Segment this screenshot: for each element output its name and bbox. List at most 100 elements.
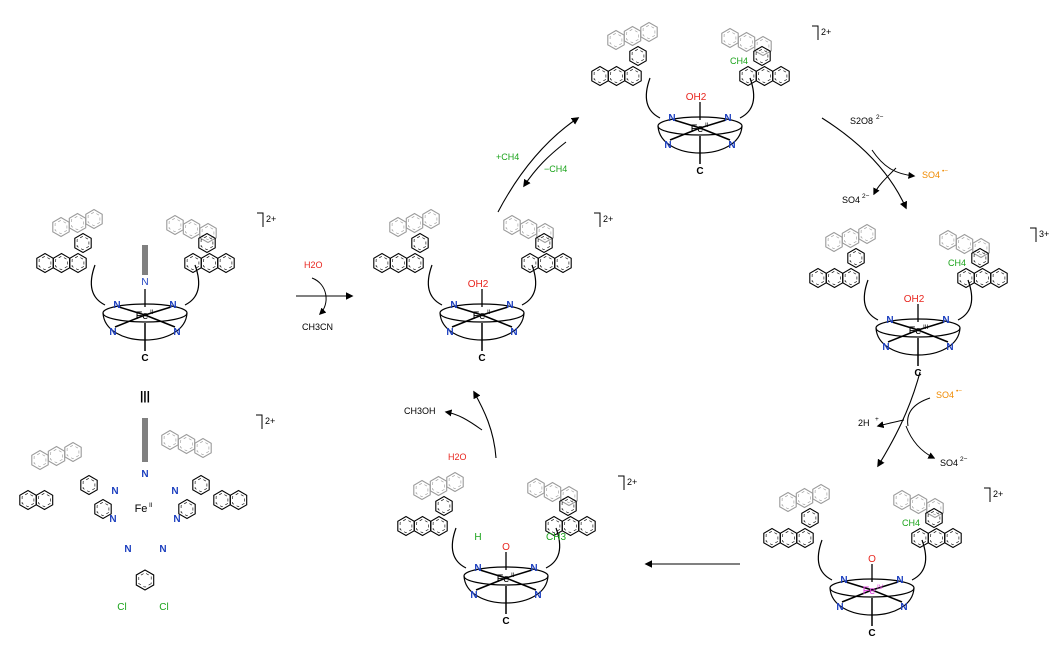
nitrogen-3: N bbox=[534, 590, 541, 601]
nitrogen-0: N bbox=[886, 315, 893, 326]
iron-oxidation-state: II bbox=[150, 309, 154, 316]
nitrogen-2: N bbox=[109, 327, 116, 338]
fe-n-bond-3 bbox=[481, 314, 513, 328]
nitrogen-0: N bbox=[840, 575, 847, 586]
left-tether bbox=[645, 77, 661, 119]
pyridyl-ring-3 bbox=[178, 498, 196, 520]
left-upper-acene bbox=[389, 208, 440, 238]
alt-right-acene bbox=[161, 429, 212, 459]
iron-center: Fe bbox=[863, 585, 876, 597]
fe-n-bond-0 bbox=[479, 569, 507, 579]
oxo-ligand: O bbox=[868, 554, 876, 565]
alt-nitrile-n: N bbox=[141, 469, 148, 480]
aqua-ligand: OH2 bbox=[904, 294, 925, 305]
alt-pyridyl-n-2: N bbox=[109, 514, 116, 525]
methane-guest: CH4 bbox=[730, 56, 748, 66]
chloride-left: Cl bbox=[117, 602, 126, 613]
left-upper-acene bbox=[52, 208, 103, 238]
fe-n-bond-2 bbox=[841, 589, 873, 603]
nitrogen-1: N bbox=[506, 300, 513, 311]
cage-carbon: C bbox=[502, 616, 509, 627]
proton-out-curve bbox=[876, 419, 905, 429]
right-tether bbox=[911, 539, 927, 581]
methanol-product: CH3OH bbox=[404, 406, 436, 416]
left-lower-acene bbox=[397, 515, 448, 537]
right-tether bbox=[521, 264, 537, 306]
right-mid-ring bbox=[559, 495, 577, 517]
alt-left-acene bbox=[31, 441, 82, 471]
fe-n-bond-1 bbox=[481, 306, 509, 316]
methanol-out-curve bbox=[444, 409, 483, 431]
nitrogen-2: N bbox=[882, 342, 889, 353]
cage-carbon: C bbox=[478, 353, 485, 364]
exchange-water: H2O bbox=[304, 260, 323, 270]
right-upper-acene bbox=[527, 477, 578, 507]
exchange-acetonitrile: CH3CN bbox=[302, 322, 333, 332]
fe-n-bond-1 bbox=[505, 569, 533, 579]
cage-carbon: C bbox=[868, 628, 875, 639]
fe-n-bond-0 bbox=[845, 581, 873, 591]
complex-charge: 2+ bbox=[266, 214, 276, 224]
fe-n-bond-2 bbox=[669, 127, 701, 141]
left-lower-acene bbox=[763, 527, 814, 549]
right-upper-acene bbox=[721, 27, 772, 57]
sulfate-2: SO4 bbox=[940, 458, 958, 468]
fe-n-bond-3 bbox=[871, 589, 903, 603]
iron-center: Fe bbox=[473, 310, 486, 322]
complex-charge: 2+ bbox=[627, 477, 637, 487]
alt-pyridyl-n-0: N bbox=[111, 486, 118, 497]
alt-right-rings bbox=[213, 489, 248, 511]
sulfate-out-curve bbox=[905, 425, 936, 459]
left-tether bbox=[90, 264, 106, 306]
nitrogen-2: N bbox=[836, 602, 843, 613]
exchange-curve bbox=[311, 277, 327, 315]
left-tether bbox=[451, 527, 467, 569]
methyl-group: CH3 bbox=[546, 532, 566, 543]
persulfate-charge: 2− bbox=[876, 114, 884, 121]
iron-center: Fe bbox=[909, 325, 922, 337]
pyridyl-ring-2 bbox=[94, 498, 112, 520]
iron-center: Fe bbox=[691, 123, 704, 135]
right-lower-acene bbox=[739, 65, 790, 87]
nitrogen-3: N bbox=[173, 327, 180, 338]
arrow-methane-release bbox=[523, 141, 567, 188]
aqua-ligand: OH2 bbox=[686, 92, 707, 103]
iron-center: Fe bbox=[497, 573, 510, 585]
right-tether bbox=[545, 527, 561, 569]
right-lower-acene bbox=[545, 515, 596, 537]
sulfate-radical-1: SO4 bbox=[922, 170, 940, 180]
alt-pyridyl-n-1: N bbox=[171, 486, 178, 497]
persulfate-curve bbox=[871, 149, 916, 179]
left-mid-ring bbox=[411, 232, 429, 254]
iron-oxidation-state: II bbox=[705, 122, 709, 129]
nitrogen-1: N bbox=[896, 575, 903, 586]
left-upper-acene bbox=[607, 21, 658, 51]
acetonitrile-n: N bbox=[141, 277, 148, 288]
fe-n-bond-2 bbox=[114, 314, 146, 328]
right-tether bbox=[957, 279, 973, 321]
right-upper-acene bbox=[166, 214, 217, 244]
nitrogen-3: N bbox=[510, 327, 517, 338]
nitrogen-0: N bbox=[450, 300, 457, 311]
fe-n-bond-0 bbox=[891, 321, 919, 331]
benzimidazole-ring bbox=[135, 569, 155, 591]
left-upper-acene bbox=[413, 471, 464, 501]
minus-methane: −CH4 bbox=[544, 164, 567, 174]
charge-bracket bbox=[984, 487, 991, 502]
hydrolysis-water: H2O bbox=[448, 452, 467, 462]
fe-n-bond-1 bbox=[917, 321, 945, 331]
fe-n-bond-1 bbox=[144, 306, 172, 316]
fe-n-bond-2 bbox=[475, 577, 507, 591]
cage-carbon: C bbox=[696, 166, 703, 177]
arrow-hydrolysis bbox=[473, 390, 497, 459]
pyridyl-ring-1 bbox=[192, 474, 210, 496]
charge-bracket bbox=[1030, 227, 1037, 242]
protons: 2H bbox=[858, 418, 870, 428]
nitrogen-3: N bbox=[728, 140, 735, 151]
fe-n-bond-0 bbox=[118, 306, 146, 316]
